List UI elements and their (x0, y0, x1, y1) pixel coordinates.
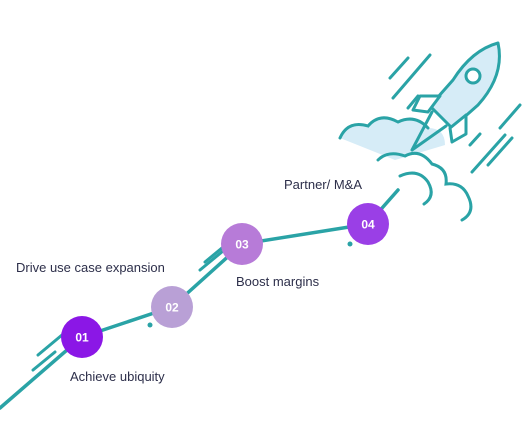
milestone-node-02 (151, 286, 193, 328)
rocket-streaks (388, 53, 522, 174)
milestone-number-03: 03 (235, 238, 249, 252)
milestone-label-03: Boost margins (236, 274, 320, 289)
milestone-01: 01 (61, 316, 103, 358)
milestone-number-01: 01 (75, 331, 89, 345)
milestone-number-04: 04 (361, 218, 375, 232)
milestone-number-02: 02 (165, 301, 179, 315)
accent-dots (147, 241, 353, 328)
milestone-02: 02 (151, 286, 193, 328)
milestone-node-03 (221, 223, 263, 265)
milestone-label-01: Achieve ubiquity (70, 369, 165, 384)
milestone-label-02: Drive use case expansion (16, 260, 165, 275)
cloud-icon (338, 116, 473, 222)
rocket-group (338, 41, 522, 222)
milestone-node-04 (347, 203, 389, 245)
milestone-03: 03 (221, 223, 263, 265)
rocket-icon (410, 41, 501, 152)
trajectory-path (0, 188, 400, 410)
milestone-04: 04 (347, 203, 389, 245)
milestone-label-04: Partner/ M&A (284, 177, 362, 192)
milestone-node-01 (61, 316, 103, 358)
